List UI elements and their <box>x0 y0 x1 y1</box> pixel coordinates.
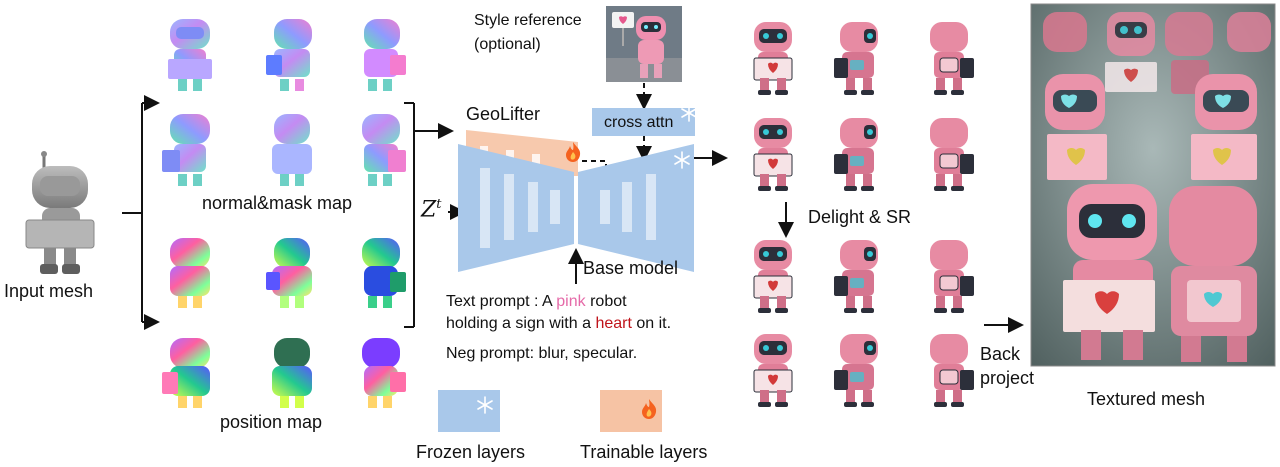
position-map-thumb <box>362 238 406 308</box>
neg-prompt: Neg prompt: blur, specular. <box>446 345 638 362</box>
input-mesh-image <box>25 151 95 274</box>
pink-word: pink <box>556 293 586 310</box>
style-reference-optional-label: (optional) <box>474 36 541 53</box>
generated-view-thumb <box>930 240 974 313</box>
back-label: Back <box>980 344 1021 364</box>
text-prompt-line1: Text prompt : A pink robot <box>446 293 627 310</box>
base-model-label: Base model <box>583 258 679 278</box>
flame-icon <box>642 399 657 419</box>
generated-view-thumb <box>930 22 974 95</box>
position-map-thumb <box>266 238 312 308</box>
normal-map-thumb <box>272 114 312 186</box>
generated-view-thumb <box>753 240 793 313</box>
legend-frozen-swatch <box>438 390 500 432</box>
position-map-thumb <box>272 338 312 408</box>
delight-sr-label: Delight & SR <box>808 207 912 227</box>
base-model-unet <box>458 144 694 272</box>
position-map-thumb <box>162 338 210 408</box>
geolifter-label: GeoLifter <box>466 104 541 124</box>
generated-view-thumb <box>753 22 793 95</box>
generated-view-thumb <box>834 240 878 313</box>
normal-map-thumb <box>168 19 212 91</box>
cross-attn-block <box>592 108 695 136</box>
snowflake-icon <box>681 104 697 122</box>
cross-attn-label: cross attn <box>604 114 674 131</box>
position-map-thumb <box>170 238 210 308</box>
legend-trainable-label: Trainable layers <box>580 442 708 462</box>
generated-view-thumb <box>930 334 974 407</box>
generated-view-thumb <box>834 334 878 407</box>
generated-view-thumb <box>834 22 878 95</box>
style-reference-image <box>606 6 682 82</box>
normal-map-thumb <box>266 19 312 91</box>
generated-view-thumb <box>834 118 878 191</box>
snowflake-icon <box>477 396 493 414</box>
snowflake-icon <box>674 151 690 169</box>
textured-mesh-image <box>1030 3 1276 367</box>
text-prompt-line2: holding a sign with a heart on it. <box>446 315 672 332</box>
zt-label: Zt <box>421 197 442 223</box>
position-map-label: position map <box>220 412 323 432</box>
normal-map-thumb <box>162 114 210 186</box>
textured-mesh-label: Textured mesh <box>1087 389 1206 409</box>
flame-icon <box>566 142 581 162</box>
input-mesh-label: Input mesh <box>4 281 94 301</box>
position-map-thumb <box>362 338 406 408</box>
style-reference-label: Style reference <box>474 12 582 29</box>
legend-frozen-label: Frozen layers <box>416 442 526 462</box>
normal-mask-label: normal&mask map <box>202 193 353 213</box>
generated-view-thumb <box>930 118 974 191</box>
generated-view-thumb <box>753 118 793 191</box>
heart-word: heart <box>595 315 632 332</box>
normal-map-thumb <box>362 114 406 186</box>
normal-map-thumb <box>364 19 406 91</box>
generated-view-thumb <box>753 334 793 407</box>
project-label: project <box>980 368 1035 388</box>
